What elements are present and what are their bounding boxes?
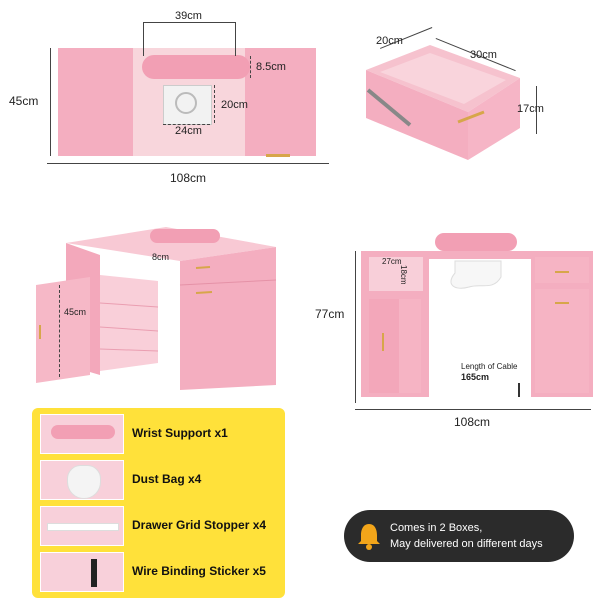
wire-sticker-image xyxy=(40,552,124,592)
drawer-width-label: 20cm xyxy=(376,35,403,47)
accessories-panel: Wrist Support x1 Dust Bag x4 Drawer Grid… xyxy=(32,408,285,598)
front-drawing xyxy=(361,233,593,397)
wrist-support-image xyxy=(40,414,124,454)
drawer-view: 20cm 30cm 17cm xyxy=(340,0,600,200)
front-view: 27cm 18cm Length of Cable 165cm xyxy=(305,225,600,410)
accessory-wrist-support: Wrist Support x1 xyxy=(40,414,278,454)
front-width-label: 108cm xyxy=(454,415,491,429)
fan-icon xyxy=(175,92,197,114)
accessory-label: Wrist Support x1 xyxy=(132,426,228,440)
cable-value: 165cm xyxy=(461,372,490,382)
perspective-view: 45cm 8cm xyxy=(0,215,300,400)
front-height-label: 77cm xyxy=(315,307,345,321)
accessory-wire-binding-sticker: Wire Binding Sticker x5 xyxy=(40,552,278,592)
accessory-dust-bag: Dust Bag x4 xyxy=(40,460,278,500)
top-width-label: 39cm xyxy=(175,10,202,22)
vent-width-label: 24cm xyxy=(175,125,202,137)
handle xyxy=(266,154,290,157)
accessory-label: Dust Bag x4 xyxy=(132,472,202,486)
vent-height-label: 20cm xyxy=(221,99,248,111)
top-total-width-label: 108cm xyxy=(170,171,207,185)
top-depth-label: 45cm xyxy=(9,94,39,108)
grid-stopper-image xyxy=(40,506,124,546)
notice-line-1: Comes in 2 Boxes, xyxy=(390,522,483,534)
accessory-drawer-grid-stopper: Drawer Grid Stopper x4 xyxy=(40,506,278,546)
accessory-label: Drawer Grid Stopper x4 xyxy=(132,518,267,532)
notice-line-2: May delivered on different days xyxy=(390,538,543,550)
wrist-pad xyxy=(142,55,250,79)
cable-title: Length of Cable xyxy=(461,362,518,371)
cubby-width-label: 27cm xyxy=(382,257,402,266)
perspective-drawing xyxy=(36,227,277,390)
drawer-height-label: 17cm xyxy=(517,103,544,115)
shipping-notice: Comes in 2 Boxes, May delivered on diffe… xyxy=(344,510,574,562)
shelf-depth-label: 45cm xyxy=(64,307,87,317)
drawer-drawing xyxy=(366,45,520,160)
drawer-depth-label: 8cm xyxy=(152,252,170,262)
accessory-label: Wire Binding Sticker x5 xyxy=(132,564,266,578)
top-height-label: 8.5cm xyxy=(256,61,286,73)
top-view: 39cm 8.5cm 20cm 24cm 45cm 108cm xyxy=(0,0,330,200)
bell-icon xyxy=(358,524,380,550)
cubby-height-label: 18cm xyxy=(399,265,408,285)
drawer-length-label: 30cm xyxy=(470,49,497,61)
dust-bag-image xyxy=(40,460,124,500)
